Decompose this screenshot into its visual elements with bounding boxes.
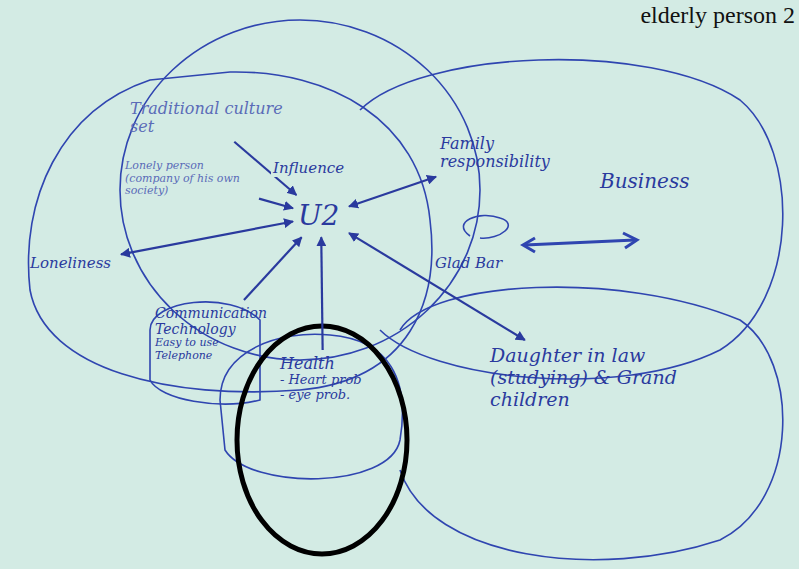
node-detail: - Heart prob <box>280 373 366 388</box>
node-text: Traditional culture set <box>130 100 284 137</box>
connector-arrow <box>321 237 322 350</box>
connector-arrow <box>121 221 293 254</box>
node-text: Glad Bar <box>435 255 507 272</box>
node-text: Loneliness <box>30 255 116 272</box>
mind-map-node: Communication TechnologyEasy to use Tele… <box>155 305 271 362</box>
node-text: U2 <box>298 200 344 232</box>
mind-map-node: Family responsibility <box>440 135 569 172</box>
connector-arrow <box>349 233 525 340</box>
scribble <box>463 215 508 238</box>
mind-map-node: Glad Bar <box>435 255 507 272</box>
node-text: Health <box>280 355 366 373</box>
arrow-heads <box>523 233 637 252</box>
mind-map-node: Daughter in law (studying) & Grand child… <box>490 345 684 411</box>
page-title: elderly person 2 <box>640 2 795 29</box>
family-region <box>400 287 783 560</box>
mind-map-node: Traditional culture set <box>130 100 284 137</box>
double-arrow <box>525 240 635 245</box>
node-text: Communication Technology <box>155 305 271 337</box>
mind-map-node: Health- Heart prob- eye prob. <box>280 355 366 403</box>
mind-map-node: Lonely person (company of his own societ… <box>125 160 254 198</box>
highlight-ellipse <box>237 326 407 554</box>
node-text: Daughter in law (studying) & Grand child… <box>490 345 684 411</box>
node-detail: - eye prob. <box>280 388 366 403</box>
mind-map-node: Business <box>600 170 694 193</box>
edge-label: Influence <box>271 159 346 177</box>
connector-arrow <box>349 177 436 207</box>
node-text: Family responsibility <box>440 135 569 172</box>
mind-map-node: U2 <box>298 200 344 232</box>
node-text: Business <box>600 170 694 193</box>
health-region <box>220 334 402 479</box>
node-detail: Easy to use Telephone <box>155 337 271 362</box>
connector-arrow <box>244 237 302 300</box>
business-region <box>360 60 783 379</box>
mind-map-node: Loneliness <box>30 255 116 272</box>
node-text: Lonely person (company of his own societ… <box>125 160 254 198</box>
connector-arrow <box>259 199 293 209</box>
